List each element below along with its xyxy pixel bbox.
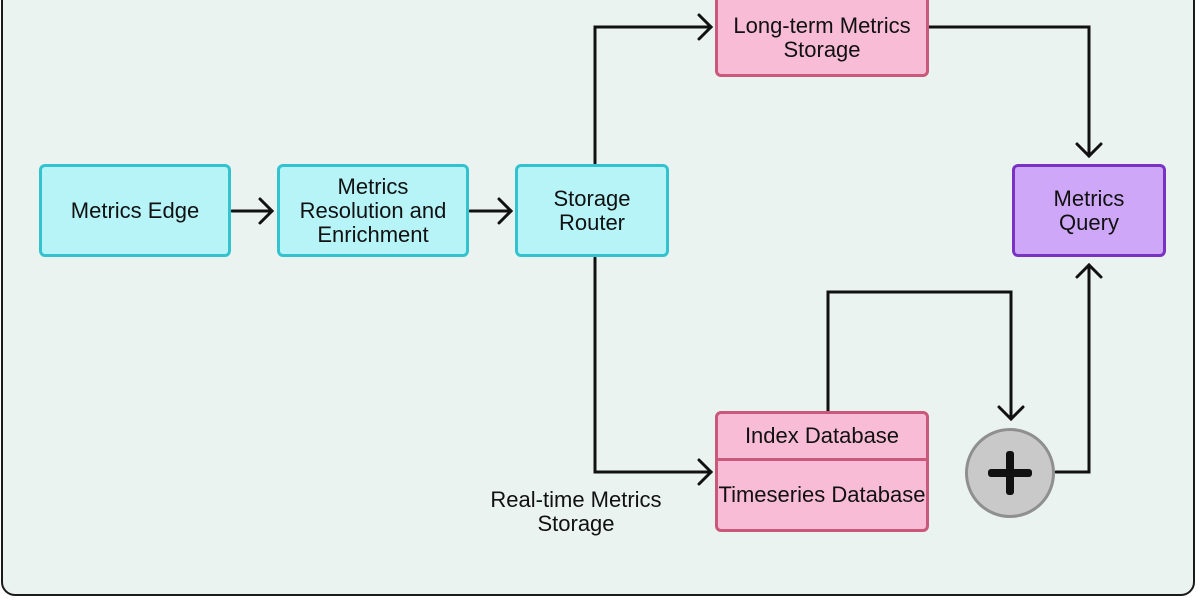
long-term-storage-label: Long-term Metrics Storage (733, 12, 911, 62)
metrics-query-label: Metrics Query (1053, 185, 1125, 235)
arrow-edge-to-resolution (230, 197, 275, 225)
storage-router-label: Storage Router (553, 185, 631, 235)
timeseries-database-section: Timeseries Database (684, 461, 960, 529)
real-time-storage-caption: Real-time Metrics Storage (490, 487, 662, 536)
real-time-storage-node: Index Database Timeseries Database (715, 411, 929, 532)
metrics-resolution-label: Metrics Resolution and Enrichment (299, 173, 447, 247)
arrow-router-to-long-term (593, 13, 714, 165)
index-database-label: Index Database (744, 423, 900, 448)
long-term-storage-node: Long-term Metrics Storage (715, 0, 929, 77)
metrics-resolution-node: Metrics Resolution and Enrichment (277, 164, 469, 257)
arrow-index-to-plus (826, 290, 1025, 422)
plus-icon (965, 428, 1055, 518)
metrics-edge-label: Metrics Edge (70, 197, 200, 223)
metrics-edge-node: Metrics Edge (39, 164, 231, 257)
arrow-plus-to-query (1054, 262, 1103, 474)
timeseries-database-label: Timeseries Database (718, 482, 926, 507)
arrow-long-term-to-query (927, 25, 1103, 159)
arrow-resolution-to-router (468, 197, 514, 225)
arrow-router-to-real-time (593, 256, 714, 486)
metrics-query-node: Metrics Query (1012, 164, 1166, 257)
index-database-section: Index Database (718, 414, 926, 461)
storage-router-node: Storage Router (515, 164, 669, 257)
